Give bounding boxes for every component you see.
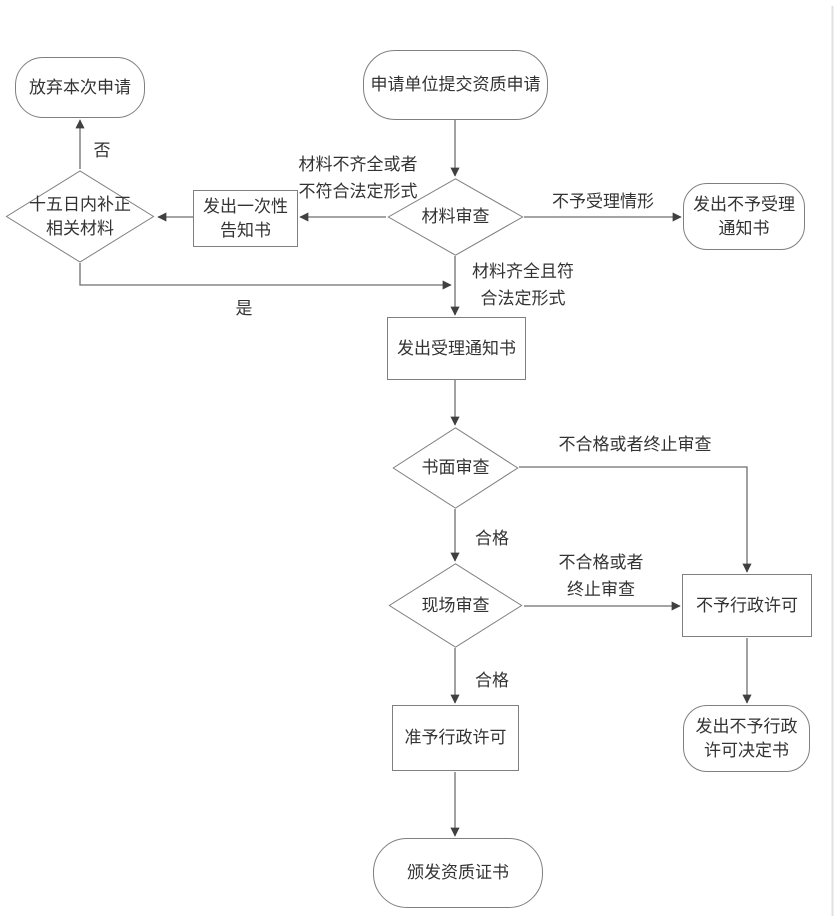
edge-label-not-accepted-case: 不予受理情形 <box>552 192 654 211</box>
node-label: 现场审查 <box>421 595 490 615</box>
node-label: 书面审查 <box>421 458 490 477</box>
diamond-shape <box>5 170 155 263</box>
node-label: 准予行政许可 <box>404 728 507 747</box>
edge-label-onsite-fail: 不合格或者 终止审查 <box>558 553 644 599</box>
node-label: 发出受理通知书 <box>397 338 516 358</box>
node-label: 不予行政许可 <box>696 595 798 615</box>
terminal-submit-application: 申请单位提交资质申请 <box>363 50 548 120</box>
edge-label-materials-complete: 材料齐全且符 合法定形式 <box>472 262 574 308</box>
decision-supplement-materials: 十五日内补正 相关材料 <box>5 170 155 263</box>
edge-label-written-pass: 合格 <box>475 529 509 548</box>
diamond-shape <box>392 427 519 509</box>
decision-onsite-review: 现场审查 <box>388 563 523 648</box>
process-issue-acceptance-notice: 发出受理通知书 <box>387 317 526 380</box>
node-label: 发出不予受理 通知书 <box>693 194 795 238</box>
node-label: 颁发资质证书 <box>407 863 509 882</box>
edge-label-yes: 是 <box>235 299 253 318</box>
edge-label-onsite-pass: 合格 <box>475 671 509 690</box>
node-label: 放弃本次申请 <box>29 77 131 97</box>
edge-label-no: 否 <box>93 141 111 160</box>
node-label: 发出一次性 告知书 <box>203 196 288 240</box>
process-deny-admin-permit: 不予行政许可 <box>682 574 812 637</box>
edge-label-written-fail: 不合格或者终止审查 <box>558 435 712 454</box>
diamond-shape <box>388 563 523 648</box>
terminal-issue-certificate: 颁发资质证书 <box>373 838 543 908</box>
terminal-abandon-application: 放弃本次申请 <box>15 57 145 118</box>
decision-material-review: 材料审查 <box>387 178 524 256</box>
process-issue-one-time-notice: 发出一次性 告知书 <box>193 190 298 247</box>
process-grant-admin-permit: 准予行政许可 <box>392 705 519 771</box>
decision-written-review: 书面审查 <box>392 427 519 509</box>
terminal-issue-deny-decision: 发出不予行政 许可决定书 <box>683 705 810 772</box>
node-label: 申请单位提交资质申请 <box>370 75 541 94</box>
diamond-shape <box>387 178 524 256</box>
terminal-issue-rejection-notice: 发出不予受理 通知书 <box>683 183 805 250</box>
edge-label-materials-incomplete: 材料不齐全或者 不符合法定形式 <box>298 155 418 201</box>
node-label: 材料审查 <box>421 207 490 226</box>
node-label: 十五日内补正 相关材料 <box>29 194 131 238</box>
node-label: 发出不予行政 许可决定书 <box>695 716 798 760</box>
